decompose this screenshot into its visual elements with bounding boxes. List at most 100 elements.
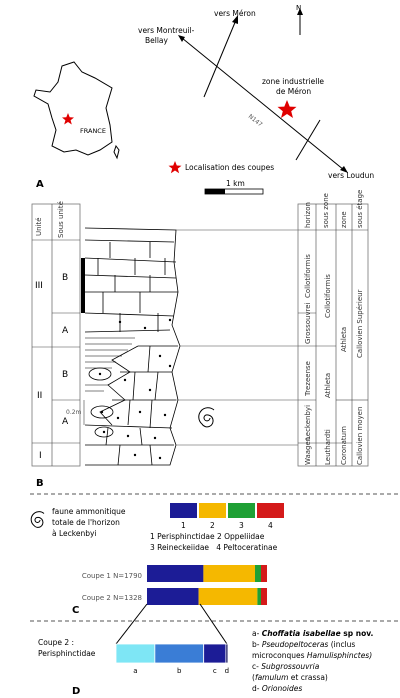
zoom-line-right <box>199 603 228 645</box>
legend-families-2: 3 Reineckeiidae 4 Peltoceratinae <box>150 543 278 552</box>
bar-segment-coupe-1-series-4 <box>261 565 267 582</box>
horizon-collotiformis: Collotiformis <box>304 254 312 298</box>
panel-b-section: Unité Sous unité III II I B A B A <box>31 190 369 489</box>
label-towards-montreuil-2: Bellay <box>145 36 169 45</box>
species-d: d- Orionoides <box>252 684 302 693</box>
label-towards-meron: vers Méron <box>214 9 256 18</box>
bar-segment-coupe-1-series-3 <box>255 565 261 582</box>
sous-zone-leuthardti: Leuthardti <box>324 429 332 465</box>
label-zone-2: de Méron <box>276 87 311 96</box>
bar-segment-c <box>203 643 227 664</box>
france-outline <box>33 61 113 156</box>
laminations <box>85 337 135 392</box>
bar-label-b: b <box>177 667 182 675</box>
legend-families-1: 1 Perisphinctidae 2 Oppeliidae <box>150 532 265 541</box>
section-scale-label: 0.2m <box>66 409 82 416</box>
panel-letter-d: D <box>72 686 80 697</box>
fossil-dots <box>98 318 172 460</box>
subunit-ii-b: B <box>62 370 68 380</box>
legend-text-2: totale de l'horizon <box>52 518 120 527</box>
bar-segment-d <box>225 643 229 664</box>
header-horizon: horizon <box>304 202 312 228</box>
ammonite-spiral-icon <box>198 407 215 428</box>
north-label: N <box>296 4 301 12</box>
label-zone-1: zone industrielle <box>262 77 324 86</box>
horizon-waagen: Waagen <box>304 437 312 465</box>
rock-column <box>84 227 181 466</box>
star-france <box>62 113 74 125</box>
bar-label-d: d <box>225 667 229 675</box>
subunit-iii-a: A <box>62 326 69 336</box>
correlation-lines <box>176 229 298 446</box>
zoom-line-left <box>115 603 148 645</box>
legend-star <box>168 161 182 174</box>
panel-letter-a: A <box>36 179 44 190</box>
north-arrow-head <box>297 8 303 15</box>
legend-swatch-4 <box>257 503 284 518</box>
legend-star-label: Localisation des coupes <box>185 163 274 172</box>
legend-text-1: faune ammonitique <box>52 507 126 516</box>
legend: faune ammonitique totale de l'horizon à … <box>30 503 284 552</box>
left-table <box>31 203 81 467</box>
zone-athleta: Athleta <box>340 327 348 352</box>
bar-segment-coupe-2-series-2 <box>198 588 258 605</box>
bar-segment-a <box>115 643 156 664</box>
label-towards-loudun: vers Loudun <box>328 171 374 180</box>
header-unite: Unité <box>35 217 43 236</box>
sous-etage-moyen: Callovien moyen <box>356 407 364 465</box>
scale-bar-fill <box>205 189 225 194</box>
unit-ii: II <box>37 391 42 401</box>
bar-label-c: c <box>213 667 217 675</box>
species-c-2: (famulum et crassa) <box>252 673 328 682</box>
sous-etage-superieur: Callovien Supérieur <box>356 289 364 358</box>
legend-swatch-3 <box>228 503 255 518</box>
horizon-grossouvrei: Grossouvrei <box>304 302 312 344</box>
zone-coronatum: Coronatum <box>340 426 348 465</box>
species-b: b- Pseudopeltoceras (inclus <box>252 640 355 649</box>
header-sous-unite: Sous unité <box>57 201 65 238</box>
label-towards-montreuil-1: vers Montreuil- <box>138 26 195 35</box>
legend-number-1: 1 <box>181 521 186 530</box>
road-east <box>295 119 321 161</box>
road-n147 <box>181 37 345 171</box>
bar-segment-b <box>154 643 205 664</box>
bar-segment-coupe-2-series-4 <box>261 588 267 605</box>
legend-swatch-2 <box>199 503 226 518</box>
section-bar <box>81 258 85 313</box>
road-meron <box>203 19 237 98</box>
coupe2-title-1: Coupe 2 : <box>38 638 74 647</box>
subunit-iii-b: B <box>62 273 68 283</box>
unit-iii: III <box>35 281 43 291</box>
species-a: a- Choffatia isabellae sp nov. <box>252 629 373 638</box>
header-zone: zone <box>340 211 348 228</box>
header-sous-zone: sous zone <box>322 193 330 228</box>
road-meron-arrow <box>232 15 238 24</box>
subunit-ii-a: A <box>62 417 69 427</box>
panel-letter-b: B <box>36 478 44 489</box>
road-n147-arrow-nw <box>178 35 185 42</box>
bar-segment-coupe-1-series-2 <box>203 565 255 582</box>
legend-number-2: 2 <box>210 521 215 530</box>
road-n147-arrow-se <box>340 166 348 173</box>
country-label: FRANCE <box>80 127 106 135</box>
bar-label-a: a <box>133 667 137 675</box>
bar-label-coupe-2: Coupe 2 N=1328 <box>82 594 142 602</box>
bar-segment-coupe-2-series-1 <box>147 588 199 605</box>
legend-text-3: à Leckenbyi <box>52 529 97 538</box>
sous-zone-athleta: Athleta <box>324 373 332 398</box>
bar-segment-coupe-2-series-3 <box>257 588 261 605</box>
bar-label-coupe-1: Coupe 1 N=1790 <box>82 572 142 580</box>
right-table <box>297 203 369 467</box>
label-road: N147 <box>247 113 264 128</box>
panel-c-chart: Coupe 1 N=1790 Coupe 2 N=1328 C <box>72 565 267 616</box>
species-c: c- Subgrossouvria <box>252 662 320 671</box>
horizon-leckenbyi: Leckenbyi <box>304 405 312 440</box>
corsica-outline <box>113 144 120 160</box>
bar-segment-coupe-1-series-1 <box>147 565 204 582</box>
legend-ammonite-icon <box>30 511 45 528</box>
unit-i: I <box>39 451 42 461</box>
coupe2-title-2: Perisphinctidae <box>38 649 96 658</box>
